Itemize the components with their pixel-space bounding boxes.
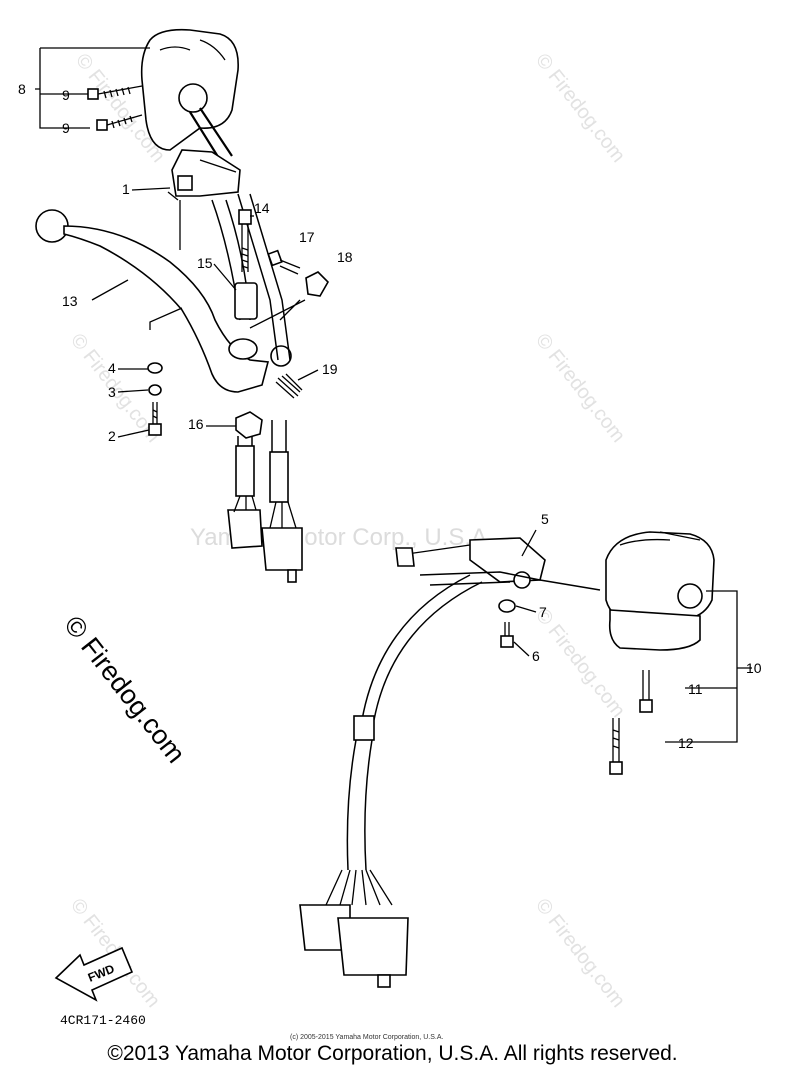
upper-cable — [189, 107, 233, 161]
callout-7: 7 — [539, 604, 547, 620]
nut-18 — [305, 271, 329, 297]
left-switch-housing — [140, 28, 239, 151]
small-copyright: (c) 2005-2015 Yamaha Motor Corporation, … — [290, 1034, 443, 1041]
screw-2 — [148, 402, 162, 436]
callout-6: 6 — [532, 648, 540, 664]
callout-1: 1 — [122, 181, 130, 197]
callout-15: 15 — [197, 255, 213, 271]
watermark-layer: © Firedog.com © Firedog.com © Firedog.co… — [58, 50, 629, 1012]
callout-12: 12 — [678, 735, 694, 751]
leader-17-18 — [249, 299, 306, 329]
leader-8 — [35, 47, 150, 129]
leader-10 — [665, 590, 752, 743]
bolt-17 — [267, 249, 301, 275]
screw-9b — [96, 114, 143, 131]
watermark: © Firedog.com — [531, 895, 629, 1012]
callout-4: 4 — [108, 360, 116, 376]
callout-2: 2 — [108, 428, 116, 444]
screw-6 — [500, 622, 514, 648]
watermark: © Firedog.com — [531, 330, 629, 447]
callout-labels: 8 9 9 1 14 17 18 15 13 4 19 3 16 2 5 7 6… — [18, 81, 762, 751]
clamp-part-1 — [167, 149, 241, 201]
callout-9: 9 — [62, 87, 70, 103]
spring-19 — [275, 373, 303, 399]
bolt-12 — [609, 718, 623, 775]
copyright-footer: ©2013 Yamaha Motor Corporation, U.S.A. A… — [107, 1042, 678, 1065]
callout-5: 5 — [541, 511, 549, 527]
callout-19: 19 — [322, 361, 338, 377]
callout-11: 11 — [688, 681, 703, 697]
callout-8: 8 — [18, 81, 26, 97]
bolt-14 — [238, 209, 252, 272]
callout-18: 18 — [337, 249, 353, 265]
callout-leaders — [91, 187, 537, 657]
sleeve-15 — [234, 282, 258, 320]
bolt-11 — [639, 670, 653, 713]
firedog-watermark: © Firedog.com — [58, 610, 191, 768]
callout-17: 17 — [299, 229, 315, 245]
nut-16 — [235, 411, 263, 439]
right-switch-housing — [605, 531, 715, 651]
leader-lever-bracket — [149, 200, 183, 330]
diagram-code: 4CR171-2460 — [60, 1013, 146, 1028]
washer-3 — [148, 384, 162, 396]
left-connectors — [227, 420, 303, 583]
callout-9: 9 — [62, 120, 70, 136]
callout-16: 16 — [188, 416, 204, 432]
washer-7 — [498, 599, 516, 613]
watermark: © Firedog.com — [531, 50, 629, 167]
fwd-arrow-icon: FWD — [54, 946, 134, 1002]
callout-13: 13 — [62, 293, 78, 309]
callout-10: 10 — [746, 660, 762, 676]
clutch-lever-13 — [35, 209, 292, 393]
callout-14: 14 — [254, 200, 270, 216]
washer-4 — [147, 362, 163, 374]
right-harness — [299, 571, 601, 988]
callout-3: 3 — [108, 384, 116, 400]
